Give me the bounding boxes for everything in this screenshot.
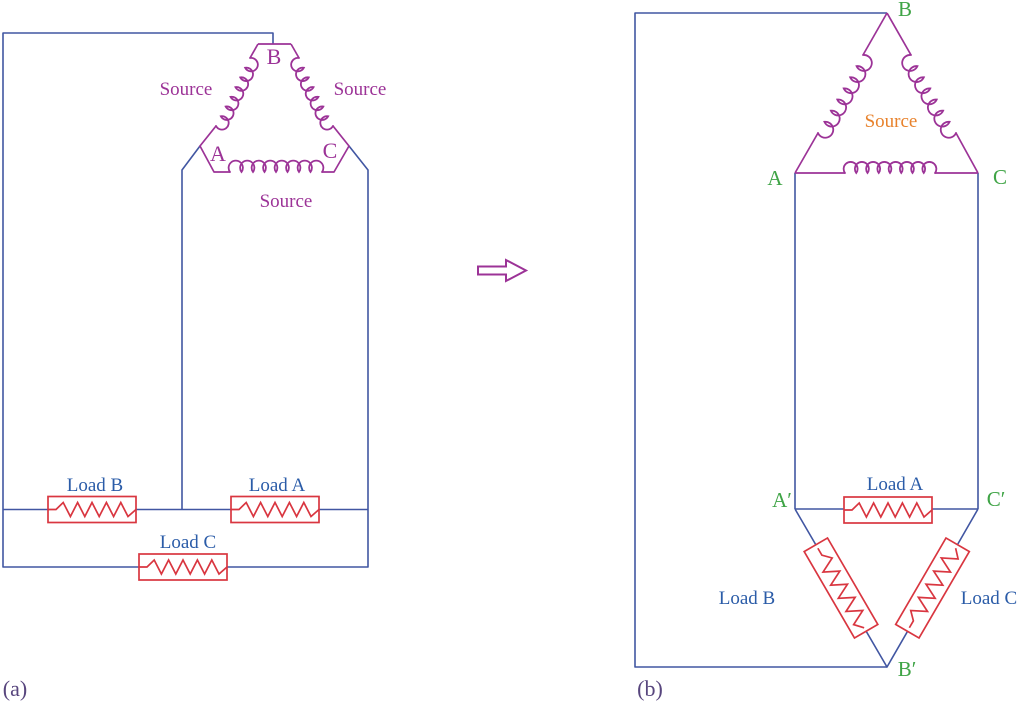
wire-a-drop-a (181, 145, 201, 510)
tri-stub-apex-left (862, 12, 888, 56)
source-winding-right-b (901, 54, 957, 139)
caption-a: (a) (3, 676, 27, 701)
delta-corner-a (199, 125, 230, 173)
wire-b-loop-a (2, 32, 369, 568)
delta-stub-topright (290, 43, 300, 59)
load-b-resistor-b (803, 536, 879, 640)
load-b-label-a: Load B (67, 475, 123, 496)
right-arrow-icon (477, 258, 529, 283)
source-delta-a (199, 43, 350, 174)
source-winding-bottom-b (842, 161, 938, 175)
delta-stub-topleft (249, 43, 259, 59)
load-c-label-a: Load C (160, 532, 216, 553)
load-a-box-a (230, 495, 320, 524)
wire-b-loop-b (634, 12, 887, 668)
terminal-c-label-a: C (323, 138, 338, 163)
load-a-label-a: Load A (249, 475, 306, 496)
load-a-zigzag-a (231, 500, 320, 519)
source-winding-bottom-a (227, 159, 325, 174)
load-c-box-a (138, 553, 228, 581)
wire-load-delta-b (794, 508, 979, 668)
terminal-b-label-a: B (267, 44, 282, 69)
load-a-zigzag-b (844, 501, 933, 519)
source-winding-left-a (215, 57, 259, 131)
terminal-c-prime-label: C′ (987, 487, 1006, 511)
source-winding-right-a (290, 57, 334, 131)
load-c-zigzag-a (139, 558, 228, 576)
load-c-label-b: Load C (961, 588, 1017, 609)
load-a-resistor-b (843, 496, 933, 524)
load-c-zigzag-b (908, 548, 960, 629)
load-b-resistor-a (47, 495, 137, 524)
delta-corner-c (322, 125, 350, 173)
caption-b: (b) (637, 676, 663, 701)
terminal-a-label-b: A (767, 166, 783, 190)
load-a-label-b: Load A (867, 474, 924, 495)
panel-b: B A C A′ C′ B′ Source Load A Load B Load… (634, 0, 1017, 701)
load-a-resistor-a (230, 495, 320, 524)
tri-stub-a (794, 132, 819, 174)
source-label-b: Source (865, 111, 918, 132)
terminal-a-label-a: A (210, 141, 226, 166)
source-winding-left-b (817, 54, 873, 139)
load-a-box-b (843, 496, 933, 524)
load-b-zigzag-a (48, 500, 137, 519)
source-right-label: Source (334, 79, 387, 100)
source-left-label: Source (160, 79, 213, 100)
panel-a: B A C Source Source Source Load B Load A… (2, 32, 387, 701)
load-b-box-a (47, 495, 137, 524)
load-c-resistor-b (894, 536, 971, 640)
load-b-zigzag-b (817, 547, 865, 629)
tri-stub-apex-right (886, 12, 912, 56)
terminal-a-prime-label: A′ (772, 488, 792, 512)
terminal-b-prime-label: B′ (898, 657, 917, 681)
load-b-label-b: Load B (719, 588, 775, 609)
terminal-c-label-b: C (993, 165, 1007, 189)
terminal-b-label-b: B (898, 0, 912, 21)
source-delta-b (794, 12, 979, 175)
load-c-box-b (894, 536, 971, 640)
source-bottom-label: Source (260, 191, 313, 212)
load-c-resistor-a (138, 553, 228, 581)
tri-stub-c (955, 132, 979, 174)
load-b-box-b (803, 536, 879, 640)
